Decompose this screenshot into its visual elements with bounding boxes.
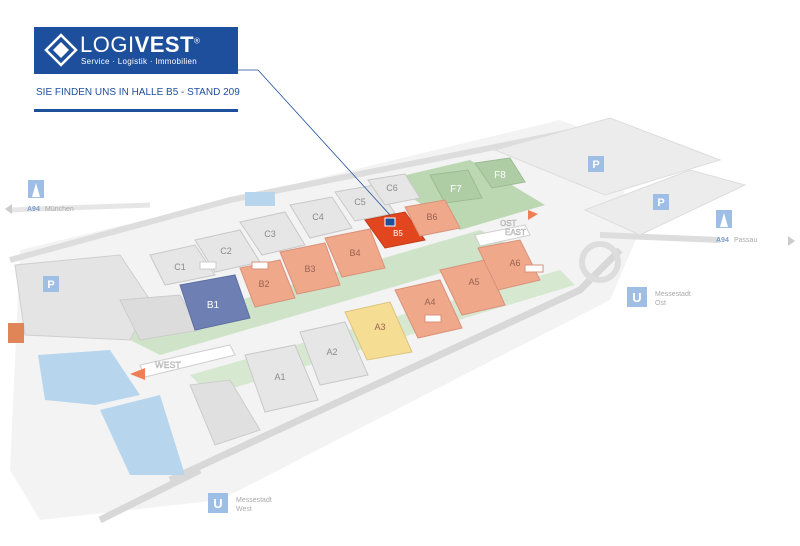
forum-a4 (424, 314, 442, 323)
arrow-muenchen (5, 204, 12, 214)
parking-sign-west (43, 276, 59, 292)
label-c4: C4 (312, 212, 324, 222)
building-west-entrance (119, 294, 201, 341)
parking-label-north: P (592, 159, 599, 171)
hall-f7 (429, 169, 483, 204)
highway-city-muenchen: München (45, 206, 74, 213)
hall-c1 (149, 244, 216, 286)
highway-city-passau: Passau (734, 237, 757, 244)
station-ost-line1: Messestadt (655, 291, 691, 298)
headline-rule (34, 109, 238, 112)
label-b3: B3 (304, 264, 315, 274)
hall-c4 (289, 196, 353, 239)
outer-road-south (98, 466, 202, 524)
lake-west (38, 350, 140, 405)
ubahn-sign-ost (627, 287, 647, 307)
parking-sign-north (588, 156, 604, 172)
hall-a1 (244, 344, 319, 413)
highway-road-passau: A94 (716, 237, 729, 244)
highway-icon-passau (720, 213, 728, 227)
outer-road-east (168, 247, 623, 484)
label-a6: A6 (509, 258, 520, 268)
pond-north (245, 192, 275, 206)
hall-a6 (477, 239, 541, 291)
stand-headline: SIE FINDEN UNS IN HALLE B5 - STAND 209 (36, 87, 240, 98)
label-c3: C3 (264, 229, 276, 239)
station-west-line1: Messestadt (236, 497, 272, 504)
station-west-line2: West (236, 506, 252, 513)
forum-c1 (199, 261, 217, 270)
roundabout-east (579, 241, 621, 283)
arrow-east (528, 210, 538, 220)
parking-sign-south (653, 194, 669, 210)
tower-west (8, 323, 24, 343)
label-b1: B1 (207, 300, 220, 311)
hall-a3 (344, 301, 413, 361)
label-f7: F7 (450, 184, 462, 195)
ubahn-label-west: U (213, 496, 222, 511)
label-a5: A5 (468, 277, 479, 287)
ubahn-sign-west (208, 493, 228, 513)
hall-b6 (404, 199, 461, 237)
label-ost-entrance: OST (500, 219, 517, 228)
stand-209-marker (384, 217, 396, 227)
hall-a2 (299, 321, 369, 386)
entrance-east-path (474, 224, 531, 247)
label-c2: C2 (220, 246, 232, 256)
label-a2: A2 (326, 347, 337, 357)
label-b4: B4 (349, 248, 360, 258)
label-c6: C6 (386, 183, 398, 193)
logo-tagline: Service · Logistik · Immobilien (81, 57, 197, 66)
logo-diamond-icon (44, 33, 78, 67)
label-a3: A3 (374, 322, 385, 332)
forum-a6 (524, 264, 544, 273)
highway-icon-muenchen (32, 183, 40, 197)
parking-label-south: P (657, 197, 664, 209)
label-f8: F8 (494, 170, 506, 181)
hall-a5 (439, 259, 506, 316)
logivest-logo: LOGIVEST® Service · Logistik · Immobilie… (34, 27, 238, 74)
logo-name-bold: VEST (134, 32, 195, 57)
label-a1: A1 (274, 372, 285, 382)
road-passau (599, 232, 721, 243)
logo-name-light: LOGI (80, 32, 135, 57)
label-c5: C5 (354, 197, 366, 207)
callout-line (238, 69, 391, 216)
hall-b1 (179, 274, 251, 331)
highway-road-muenchen: A94 (27, 206, 40, 213)
arrow-west (130, 368, 145, 380)
ubahn-label-ost: U (632, 290, 641, 305)
road-muenchen (9, 202, 151, 213)
arrow-passau (788, 236, 795, 246)
hall-b4 (324, 228, 386, 278)
logo-wordmark: LOGIVEST® (80, 32, 200, 58)
hall-b3 (279, 242, 341, 295)
logo-registered: ® (194, 36, 201, 46)
forum-b2 (251, 261, 269, 270)
hall-f8 (474, 157, 526, 189)
label-a4: A4 (424, 297, 435, 307)
label-west-entrance: WEST (155, 360, 182, 370)
building-south (189, 379, 261, 446)
hall-c6 (367, 173, 421, 206)
lake-south (100, 395, 185, 475)
label-b2: B2 (258, 279, 269, 289)
label-b5: B5 (393, 229, 403, 238)
hall-c3 (239, 211, 306, 256)
parking-field-north (493, 117, 722, 196)
label-c1: C1 (174, 262, 186, 272)
outer-road-north (9, 127, 581, 263)
label-b6: B6 (426, 212, 437, 222)
parking-label-west: P (47, 279, 54, 291)
label-east-entrance: EAST (505, 228, 526, 237)
hall-a4 (394, 279, 463, 339)
station-ost-line2: Ost (655, 300, 666, 307)
hall-b5 (364, 211, 426, 249)
